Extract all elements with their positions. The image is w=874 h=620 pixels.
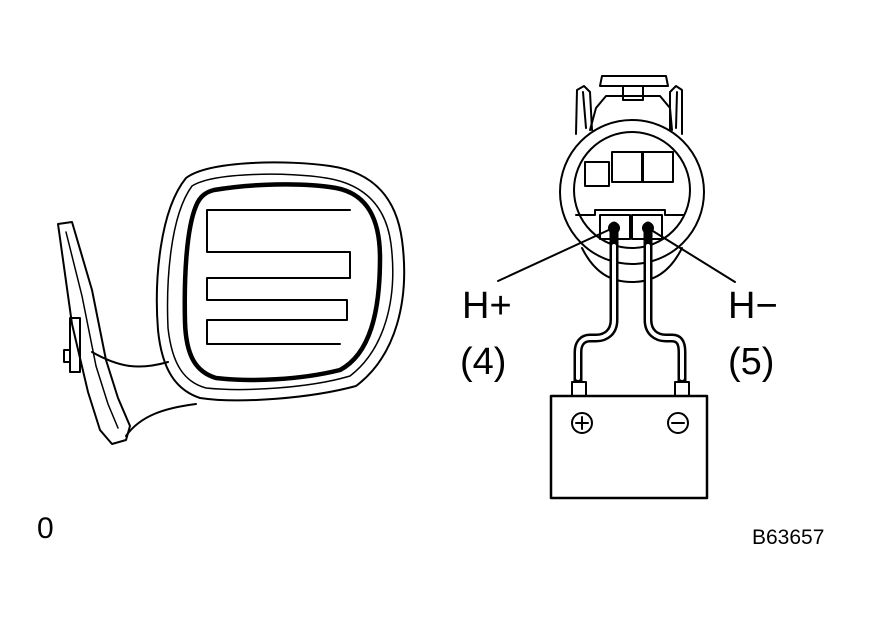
terminal-5-dot — [642, 222, 654, 234]
connector-cavity-3 — [642, 151, 674, 183]
mirror-neck-upper — [91, 351, 169, 368]
label-h-plus: H+ — [462, 285, 512, 327]
connector-housing-outer — [559, 119, 705, 265]
mirror-base — [57, 221, 131, 445]
negative-terminal-symbol-icon — [667, 412, 689, 434]
connector-right-clip — [669, 85, 683, 135]
label-pin-5: (5) — [728, 341, 775, 383]
battery-body — [549, 394, 709, 500]
outside-mirror — [57, 161, 406, 445]
mirror-glass — [182, 182, 383, 383]
corner-mark: 0 — [37, 512, 54, 545]
connector-body-top — [589, 95, 673, 131]
mirror-connector — [559, 75, 705, 283]
lead-negative-core — [646, 244, 684, 380]
mirror-housing — [155, 161, 406, 402]
mirror-neck-lower — [125, 403, 197, 437]
connector-cavity-1 — [584, 161, 610, 187]
connector-cavity-2 — [611, 151, 643, 183]
positive-terminal-symbol-icon — [571, 412, 593, 434]
battery-post-negative — [674, 381, 690, 397]
lead-positive-core — [576, 244, 616, 380]
test-leads — [573, 221, 687, 387]
leader-line-h-minus — [647, 227, 736, 283]
connector-housing-inner — [573, 131, 691, 249]
mirror-housing-rim — [166, 173, 394, 391]
connector-left-clip — [575, 85, 593, 135]
mirror-heater-grid — [206, 209, 351, 345]
connector-lower-skirt — [581, 247, 683, 283]
battery — [549, 381, 709, 500]
connector-terminal-bay — [575, 209, 685, 216]
mirror-base-inner — [65, 231, 119, 429]
label-pin-4: (4) — [460, 341, 507, 383]
figure-code: B63657 — [752, 526, 825, 549]
label-h-minus: H− — [728, 285, 778, 327]
battery-post-positive — [571, 381, 587, 397]
terminal-4-dot — [608, 222, 620, 234]
mirror-mount-block — [63, 317, 81, 373]
leader-line-h-plus — [497, 227, 614, 282]
connector-latch — [599, 75, 669, 101]
